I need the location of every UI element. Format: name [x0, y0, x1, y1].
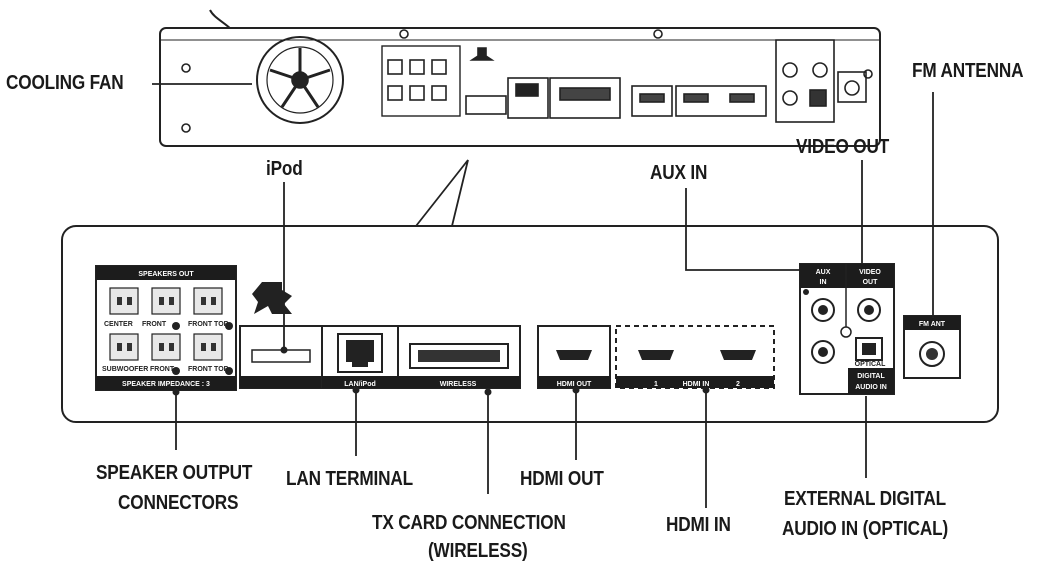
label-hdmi-out: HDMI OUT — [557, 381, 592, 388]
av-io-block — [799, 263, 895, 395]
ipod-connector — [239, 282, 323, 389]
label-hdmi-in-2: 2 — [736, 381, 740, 388]
label-audio-in: AUDIO IN — [855, 384, 887, 391]
cooling-fan-icon — [256, 36, 344, 124]
label-front-top: FRONT TOP — [188, 321, 229, 328]
label-front: FRONT — [142, 321, 167, 328]
callout-speaker-connectors: CONNECTORS — [118, 492, 239, 514]
callout-ipod: iPod — [266, 158, 303, 180]
label-aux: AUX — [816, 269, 831, 276]
callout-hdmi-in: HDMI IN — [666, 514, 731, 536]
label-video: VIDEO — [859, 269, 881, 276]
label-front-top-2: FRONT TOP — [188, 366, 229, 373]
callout-hdmi-out: HDMI OUT — [520, 468, 604, 490]
fm-antenna-port — [903, 315, 961, 379]
callout-video-out: VIDEO OUT — [796, 136, 890, 158]
lan-wireless-block — [321, 325, 521, 389]
callout-tx-card: TX CARD CONNECTION — [372, 512, 566, 534]
label-digital: DIGITAL — [857, 373, 885, 380]
zoomed-panel — [61, 225, 999, 423]
panel-tiny-labels: SPEAKERS OUT CENTER FRONT FRONT TOP SUBW… — [102, 269, 946, 391]
label-optical: OPTICAL — [855, 361, 886, 368]
label-center: CENTER — [104, 321, 133, 328]
callout-external-digital: EXTERNAL DIGITAL — [784, 488, 946, 510]
callout-speaker-output: SPEAKER OUTPUT — [96, 462, 253, 484]
zoom-wedge — [415, 159, 469, 227]
label-hdmi-in-1: 1 — [654, 381, 658, 388]
speaker-terminal-block — [95, 265, 237, 391]
unit-rear-overview — [159, 9, 881, 147]
label-front-2: FRONT — [150, 366, 175, 373]
callout-tx-card-wireless: (WIRELESS) — [428, 540, 528, 562]
label-speakers-out: SPEAKERS OUT — [138, 271, 194, 278]
label-video-out: OUT — [863, 279, 879, 286]
label-aux-in: IN — [820, 279, 827, 286]
label-wireless: WIRELESS — [440, 381, 477, 388]
label-speaker-impedance: SPEAKER IMPEDANCE : 3 — [122, 381, 210, 388]
label-hdmi-in: HDMI IN — [683, 381, 710, 388]
leader-dots — [172, 346, 710, 396]
label-fm-ant: FM ANT — [919, 321, 946, 328]
label-lan-ipod: LAN/iPod — [344, 381, 376, 388]
leader-lines — [152, 83, 934, 508]
callout-aux-in: AUX IN — [650, 162, 708, 184]
callout-audio-in-optical: AUDIO IN (OPTICAL) — [782, 518, 949, 540]
callout-fm-antenna: FM ANTENNA — [912, 60, 1024, 82]
hdmi-in-ports — [615, 325, 775, 389]
callout-cooling-fan: COOLING FAN — [6, 72, 124, 94]
hdmi-out-port — [537, 325, 611, 389]
label-subwoofer: SUBWOOFER — [102, 366, 148, 373]
callout-lan-terminal: LAN TERMINAL — [286, 468, 413, 490]
